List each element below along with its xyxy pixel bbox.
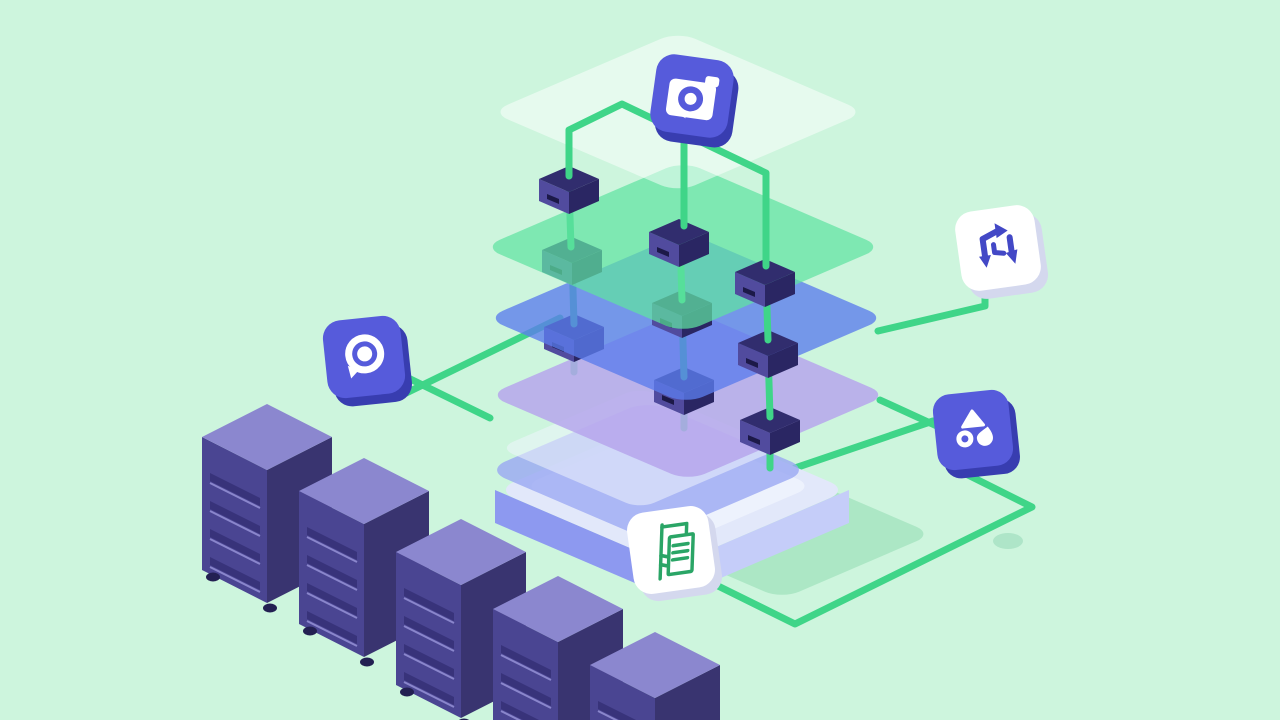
droplet-icon	[956, 409, 993, 448]
droplet-badge	[932, 389, 1020, 479]
droplet-badge-face	[932, 389, 1014, 471]
sync-badge	[955, 205, 1049, 299]
document-badge-face	[627, 506, 715, 594]
ground-circuit-line	[708, 462, 1036, 628]
slab-left-face	[495, 490, 672, 599]
top-network	[565, 100, 770, 270]
sync-badge-face	[955, 205, 1041, 291]
lens-badge	[322, 315, 412, 407]
lens-icon	[345, 334, 385, 379]
document-badge	[627, 506, 723, 602]
camera-icon	[665, 76, 720, 121]
ground-dot	[993, 533, 1023, 549]
top-network-loop	[565, 100, 770, 270]
document-icon	[658, 521, 695, 581]
sync-icon	[979, 223, 1018, 268]
camera-badge	[650, 54, 739, 148]
lens-cross-line-a	[392, 368, 494, 422]
